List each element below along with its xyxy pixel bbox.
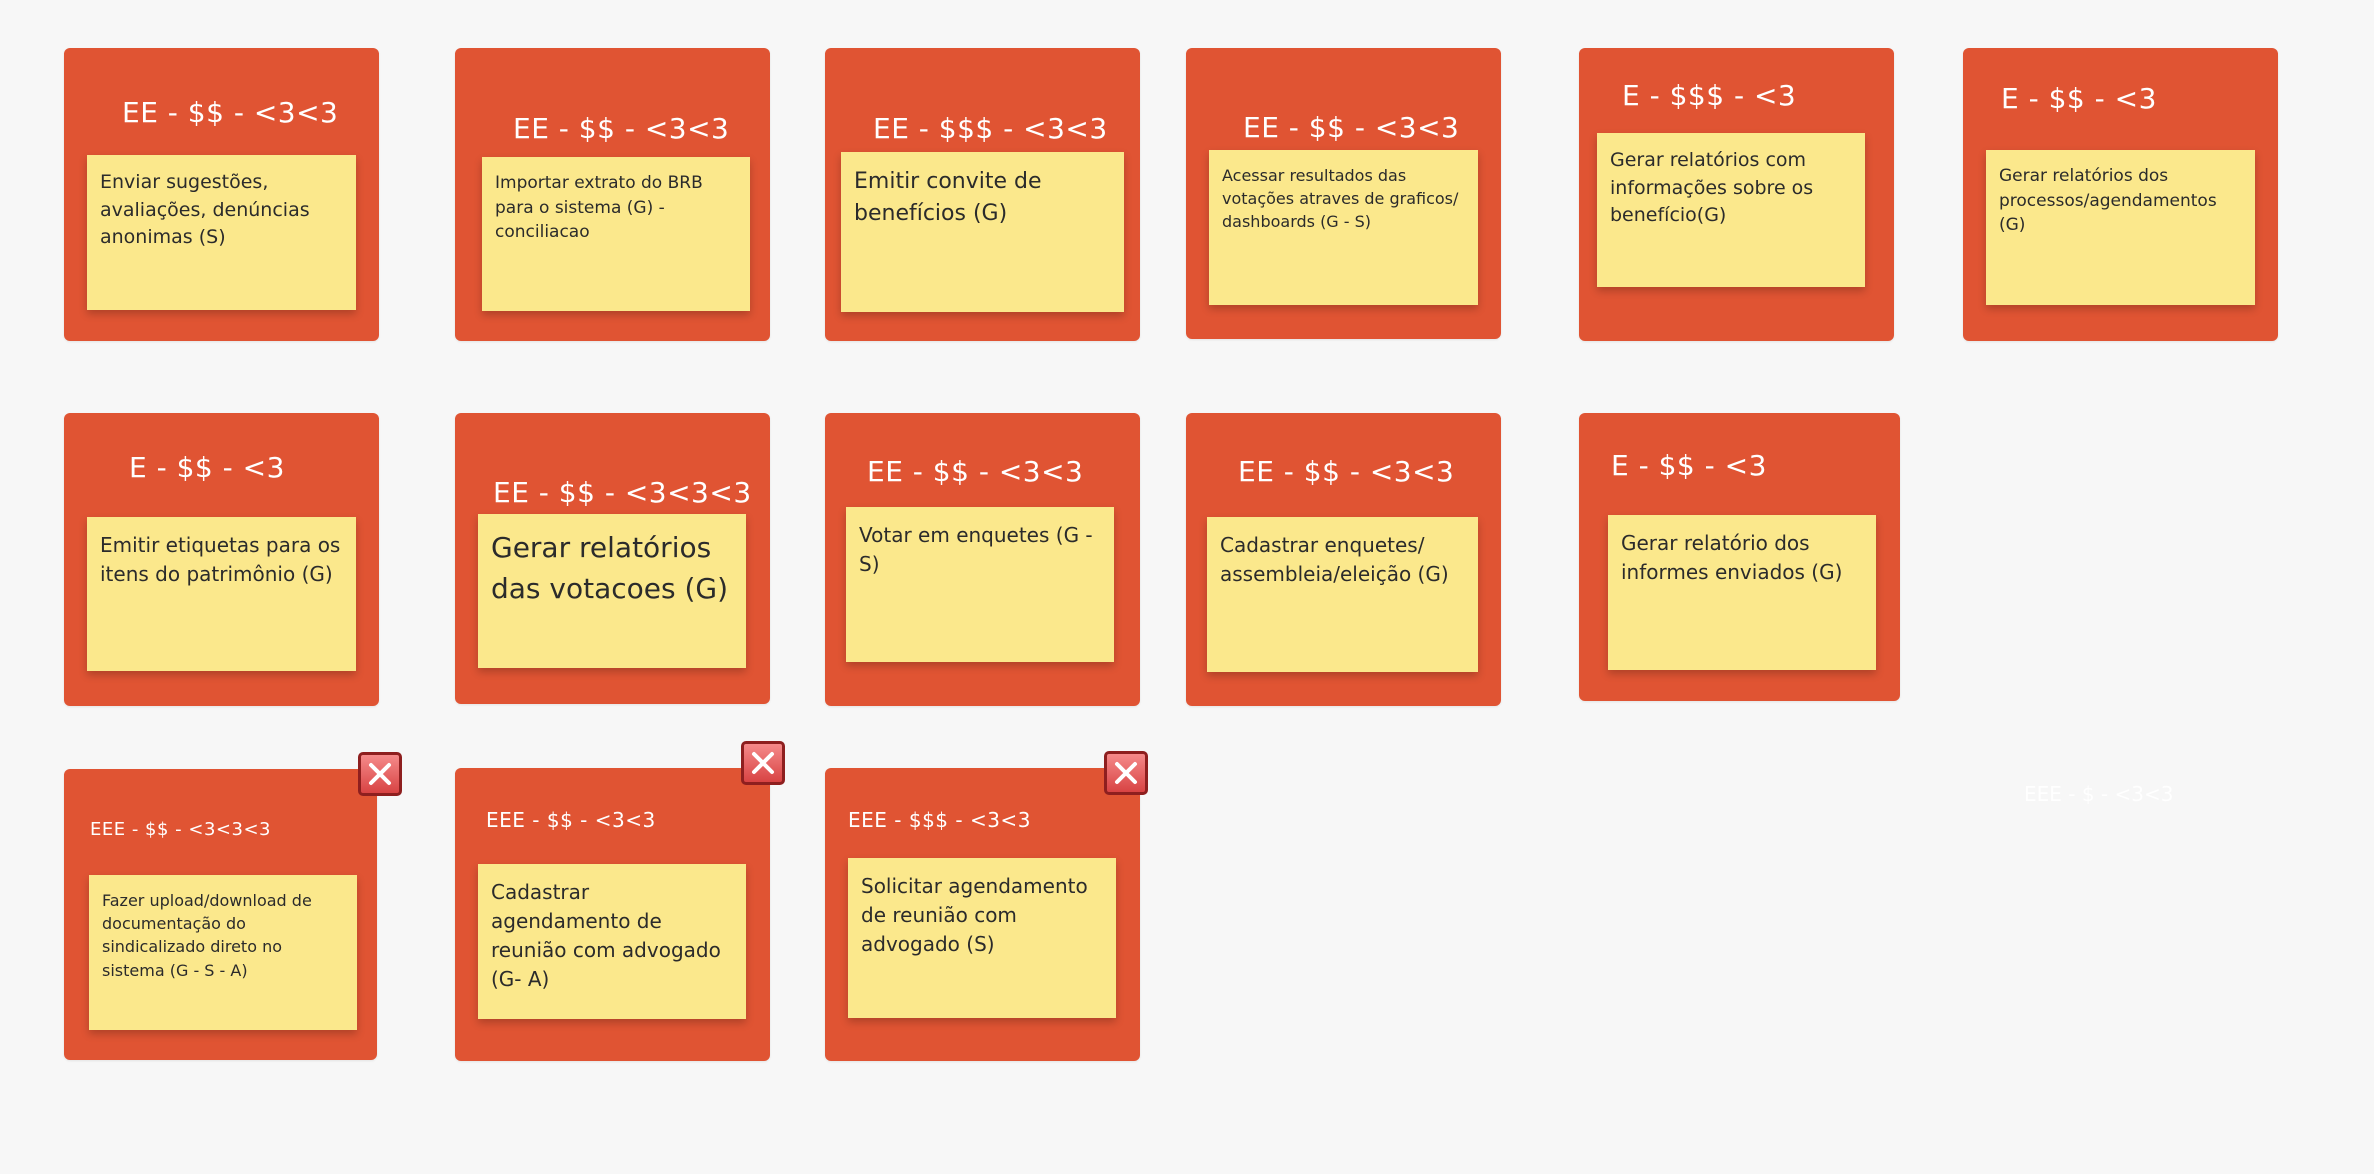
- story-card[interactable]: EE - $$ - <3<3 Cadastrar enquetes/ assem…: [1186, 413, 1501, 706]
- story-card[interactable]: EE - $$ - <3<3 Enviar sugestões, avaliaç…: [64, 48, 379, 341]
- card-title: E - $$ - <3: [129, 451, 285, 484]
- sticky-note[interactable]: Emitir convite de benefícios (G): [841, 152, 1124, 312]
- story-card[interactable]: EE - $$$ - <3<3 Emitir convite de benefí…: [825, 48, 1140, 341]
- card-title: EE - $$ - <3<3: [867, 455, 1084, 488]
- faint-label: EEE - $ - <3<3: [2024, 782, 2174, 806]
- story-card[interactable]: E - $$ - <3 Emitir etiquetas para os ite…: [64, 413, 379, 706]
- sticky-note[interactable]: Fazer upload/download de documentação do…: [89, 875, 357, 1030]
- close-icon: [752, 752, 774, 774]
- story-card[interactable]: EE - $$ - <3<3 Acessar resultados das vo…: [1186, 48, 1501, 339]
- card-title: EE - $$$ - <3<3: [873, 112, 1108, 145]
- sticky-note[interactable]: Enviar sugestões, avaliações, denúncias …: [87, 155, 356, 310]
- sticky-note[interactable]: Gerar relatórios dos processos/agendamen…: [1986, 150, 2255, 305]
- sticky-note[interactable]: Cadastrar enquetes/ assembleia/eleição (…: [1207, 517, 1478, 672]
- story-card[interactable]: EEE - $$ - <3<3<3 Fazer upload/download …: [64, 769, 377, 1060]
- sticky-note[interactable]: Gerar relatórios das votacoes (G): [478, 514, 746, 668]
- sticky-note[interactable]: Solicitar agendamento de reunião com adv…: [848, 858, 1116, 1018]
- sticky-note[interactable]: Votar em enquetes (G - S): [846, 507, 1114, 662]
- delete-button[interactable]: [741, 741, 785, 785]
- card-title: EE - $$ - <3<3: [1243, 111, 1460, 144]
- story-card[interactable]: EEE - $$ - <3<3 Cadastrar agendamento de…: [455, 768, 770, 1061]
- story-card[interactable]: EEE - $$$ - <3<3 Solicitar agendamento d…: [825, 768, 1140, 1061]
- card-title: E - $$ - <3: [1611, 449, 1767, 482]
- delete-button[interactable]: [358, 752, 402, 796]
- sticky-note[interactable]: Importar extrato do BRB para o sistema (…: [482, 157, 750, 311]
- card-title: EEE - $$ - <3<3<3: [90, 819, 272, 840]
- card-title: EE - $$ - <3<3: [122, 96, 339, 129]
- story-card[interactable]: E - $$$ - <3 Gerar relatórios com inform…: [1579, 48, 1894, 341]
- card-title: EE - $$ - <3<3: [1238, 455, 1455, 488]
- sticky-note[interactable]: Acessar resultados das votações atraves …: [1209, 150, 1478, 305]
- sticky-note[interactable]: Emitir etiquetas para os itens do patrim…: [87, 517, 356, 671]
- story-card[interactable]: E - $$ - <3 Gerar relatório dos informes…: [1579, 413, 1900, 701]
- card-title: E - $$ - <3: [2001, 82, 2157, 115]
- story-card[interactable]: EE - $$ - <3<3 Importar extrato do BRB p…: [455, 48, 770, 341]
- story-card[interactable]: EE - $$ - <3<3<3 Gerar relatórios das vo…: [455, 413, 770, 704]
- close-icon: [369, 763, 391, 785]
- delete-button[interactable]: [1104, 751, 1148, 795]
- card-title: EE - $$ - <3<3: [513, 112, 730, 145]
- card-title: EEE - $$$ - <3<3: [848, 808, 1031, 832]
- card-title: E - $$$ - <3: [1622, 79, 1797, 112]
- card-title: EEE - $$ - <3<3: [486, 808, 656, 832]
- story-card[interactable]: E - $$ - <3 Gerar relatórios dos process…: [1963, 48, 2278, 341]
- sticky-note[interactable]: Cadastrar agendamento de reunião com adv…: [478, 864, 746, 1019]
- close-icon: [1115, 762, 1137, 784]
- sticky-note[interactable]: Gerar relatórios com informações sobre o…: [1597, 133, 1865, 287]
- card-title: EE - $$ - <3<3<3: [493, 476, 752, 509]
- sticky-note[interactable]: Gerar relatório dos informes enviados (G…: [1608, 515, 1876, 670]
- story-card[interactable]: EE - $$ - <3<3 Votar em enquetes (G - S): [825, 413, 1140, 706]
